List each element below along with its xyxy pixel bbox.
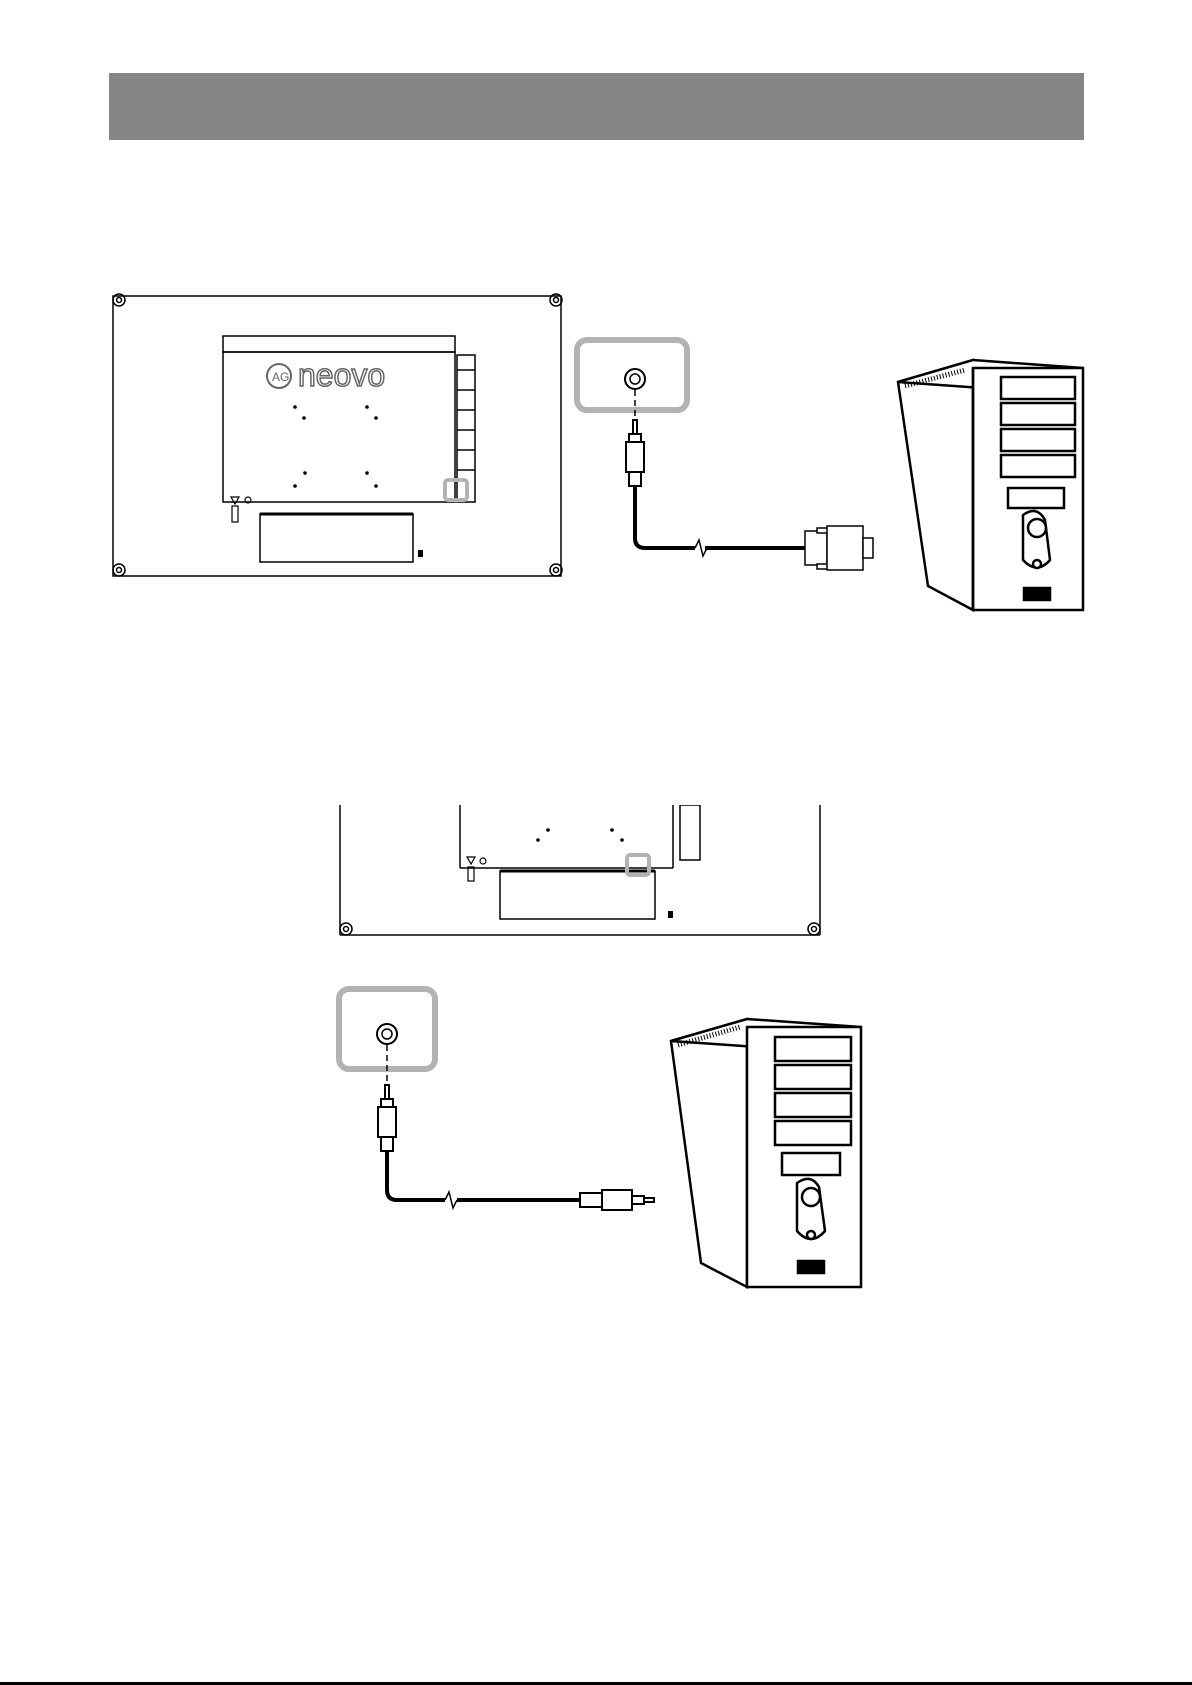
logo-mark: AG [272,370,289,384]
figure-bottom-monitor-svg [330,805,830,945]
figure-bottom-svg [335,985,875,1295]
lock-icon [418,550,423,557]
monitor-bottom-outline [340,805,820,935]
logo-brand: neovo [298,357,385,393]
audio-cable-bottom [378,1085,654,1210]
figure-bottom-connection [335,985,875,1295]
lock-icon [668,911,673,918]
figure-top-connection: AG neovo [105,290,1095,630]
pc-tower-bottom [671,1019,861,1287]
power-terminal-icons [231,497,251,522]
figure-bottom-monitor [330,805,830,945]
neovo-logo: AG neovo [267,357,385,393]
monitor-audio-port-highlight [445,480,467,500]
power-terminal-icons-bottom [467,857,486,881]
vesa-holes [293,405,378,488]
vga-connector [805,526,873,570]
figure-top-svg: AG neovo [105,290,1095,630]
audio-port-callout-bottom [339,989,435,1083]
audio-cable [626,420,805,556]
pc-tower [898,360,1083,610]
section-header-bar [109,73,1084,140]
audio-port-callout [577,340,687,418]
vesa-holes-bottom [536,828,624,842]
